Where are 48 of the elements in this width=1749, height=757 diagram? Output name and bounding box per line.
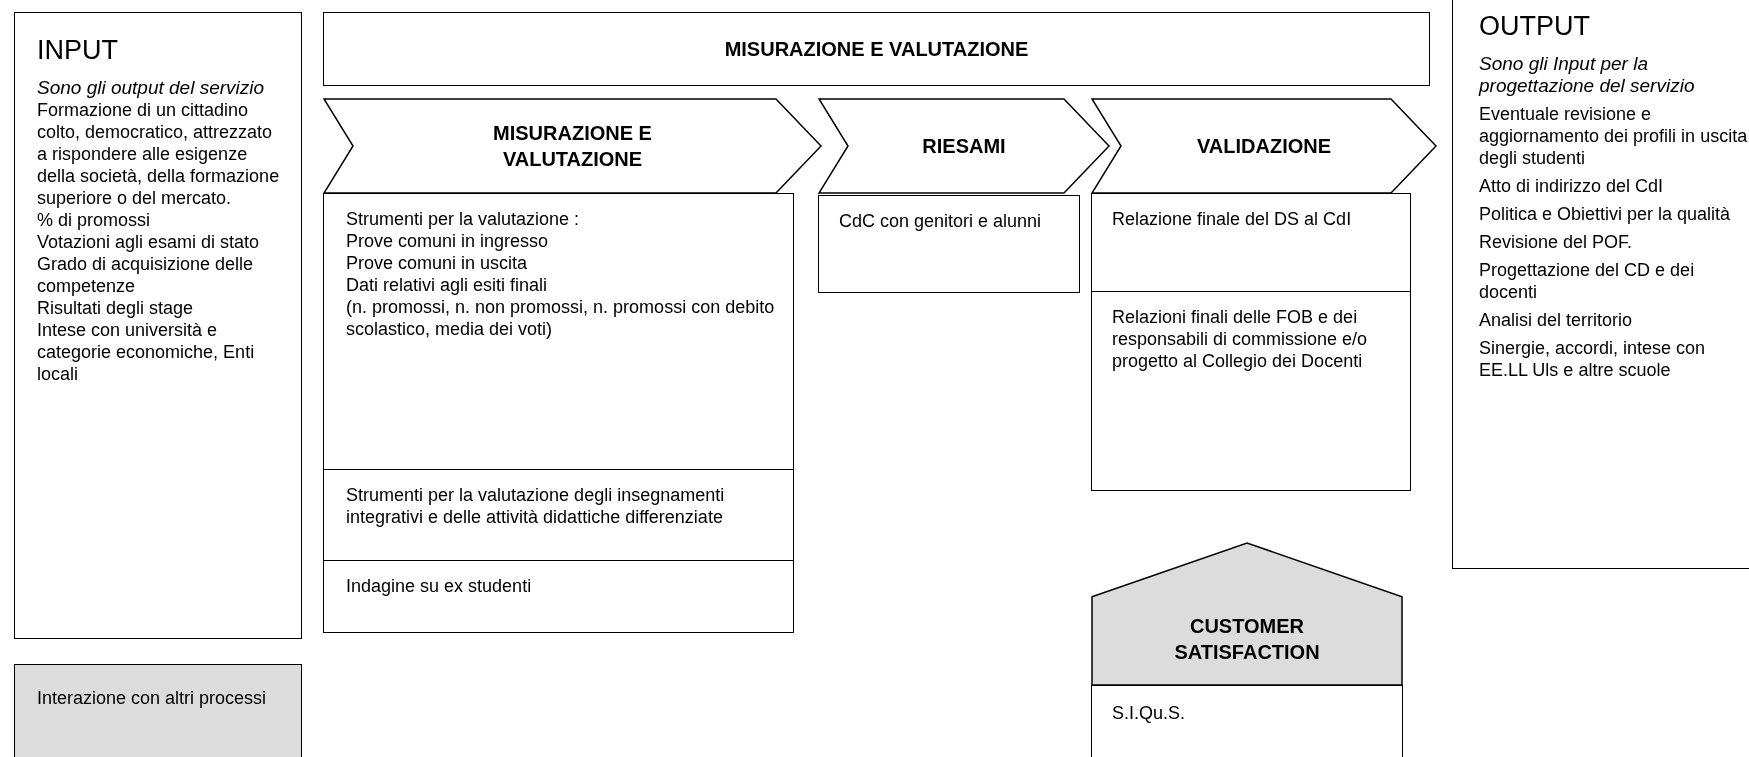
list-item: Formazione di un cittadino colto, democratico, attrezzato a rispondere alle esigenze della società, della formazione superiore o del mercato. <box>37 99 281 209</box>
list-item: Politica e Obiettivi per la qualità <box>1479 203 1732 225</box>
box-text: Strumenti per la valutazione degli insegnamenti integrativi e delle attività didattiche differenziate <box>346 484 726 528</box>
process-step <box>818 98 1110 194</box>
step-title: CUSTOMER SATISFACTION <box>1173 614 1321 666</box>
process-box <box>14 664 302 757</box>
box-text: Relazione finale del DS al CdI <box>1112 208 1353 230</box>
process-step <box>1091 98 1437 194</box>
list-item: Risultati degli stage <box>37 297 195 319</box>
box-text: Prove comuni in uscita <box>346 252 529 274</box>
box-text: Interazione con altri processi <box>37 687 268 709</box>
content-box <box>818 195 1080 293</box>
list-item: Revisione del POF. <box>1479 231 1634 253</box>
box-text: Strumenti per la valutazione : <box>346 208 581 230</box>
list-item: Progettazione del CD e dei docenti <box>1479 259 1696 303</box>
step-title: VALIDAZIONE <box>1196 134 1332 159</box>
content-box <box>1091 685 1403 757</box>
panel-subtitle: Sono gli Input per la progettazione del servizio <box>1479 53 1696 97</box>
list-item: Votazioni agli esami di stato <box>37 231 261 253</box>
pentagon-header <box>1091 542 1403 686</box>
list-item: Atto di indirizzo del CdI <box>1479 175 1665 197</box>
content-box <box>323 469 794 561</box>
content-box <box>323 560 794 633</box>
list-item: Grado di acquisizione delle competenze <box>37 253 255 297</box>
box-text: S.I.Qu.S. <box>1112 702 1187 724</box>
input-panel <box>14 12 302 639</box>
list-item: Eventuale revisione e aggiornamento dei profili in uscita degli studenti <box>1479 103 1749 169</box>
box-text: Indagine su ex studenti <box>346 575 533 597</box>
list-item: Sinergie, accordi, intese con EE.LL Uls e altre scuole <box>1479 337 1707 381</box>
content-box <box>1091 193 1411 292</box>
box-text: CdC con genitori e alunni <box>839 210 1043 232</box>
box-text: Dati relativi agli esiti finali <box>346 274 549 296</box>
step-title: MISURAZIONE E VALUTAZIONE <box>492 121 653 172</box>
step-title: RIESAMI <box>922 134 1006 159</box>
box-text: (n. promossi, n. non promossi, n. promossi con debito scolastico, media dei voti) <box>346 296 776 340</box>
banner-title: MISURAZIONE E VALUTAZIONE <box>724 37 1029 62</box>
output-panel <box>1452 0 1749 569</box>
box-text: Relazioni finali delle FOB e dei responsabili di commissione e/o progetto al Collegio dei Docenti <box>1112 306 1369 372</box>
panel-heading: INPUT <box>37 34 119 67</box>
box-text: Prove comuni in ingresso <box>346 230 550 252</box>
list-item: % di promossi <box>37 209 152 231</box>
content-box <box>1091 291 1411 491</box>
list-item: Intese con università e categorie economiche, Enti locali <box>37 319 256 385</box>
panel-heading: OUTPUT <box>1479 10 1591 43</box>
panel-subtitle: Sono gli output del servizio <box>37 77 266 99</box>
process-step <box>323 98 822 194</box>
title-banner <box>323 12 1430 86</box>
list-item: Analisi del territorio <box>1479 309 1634 331</box>
